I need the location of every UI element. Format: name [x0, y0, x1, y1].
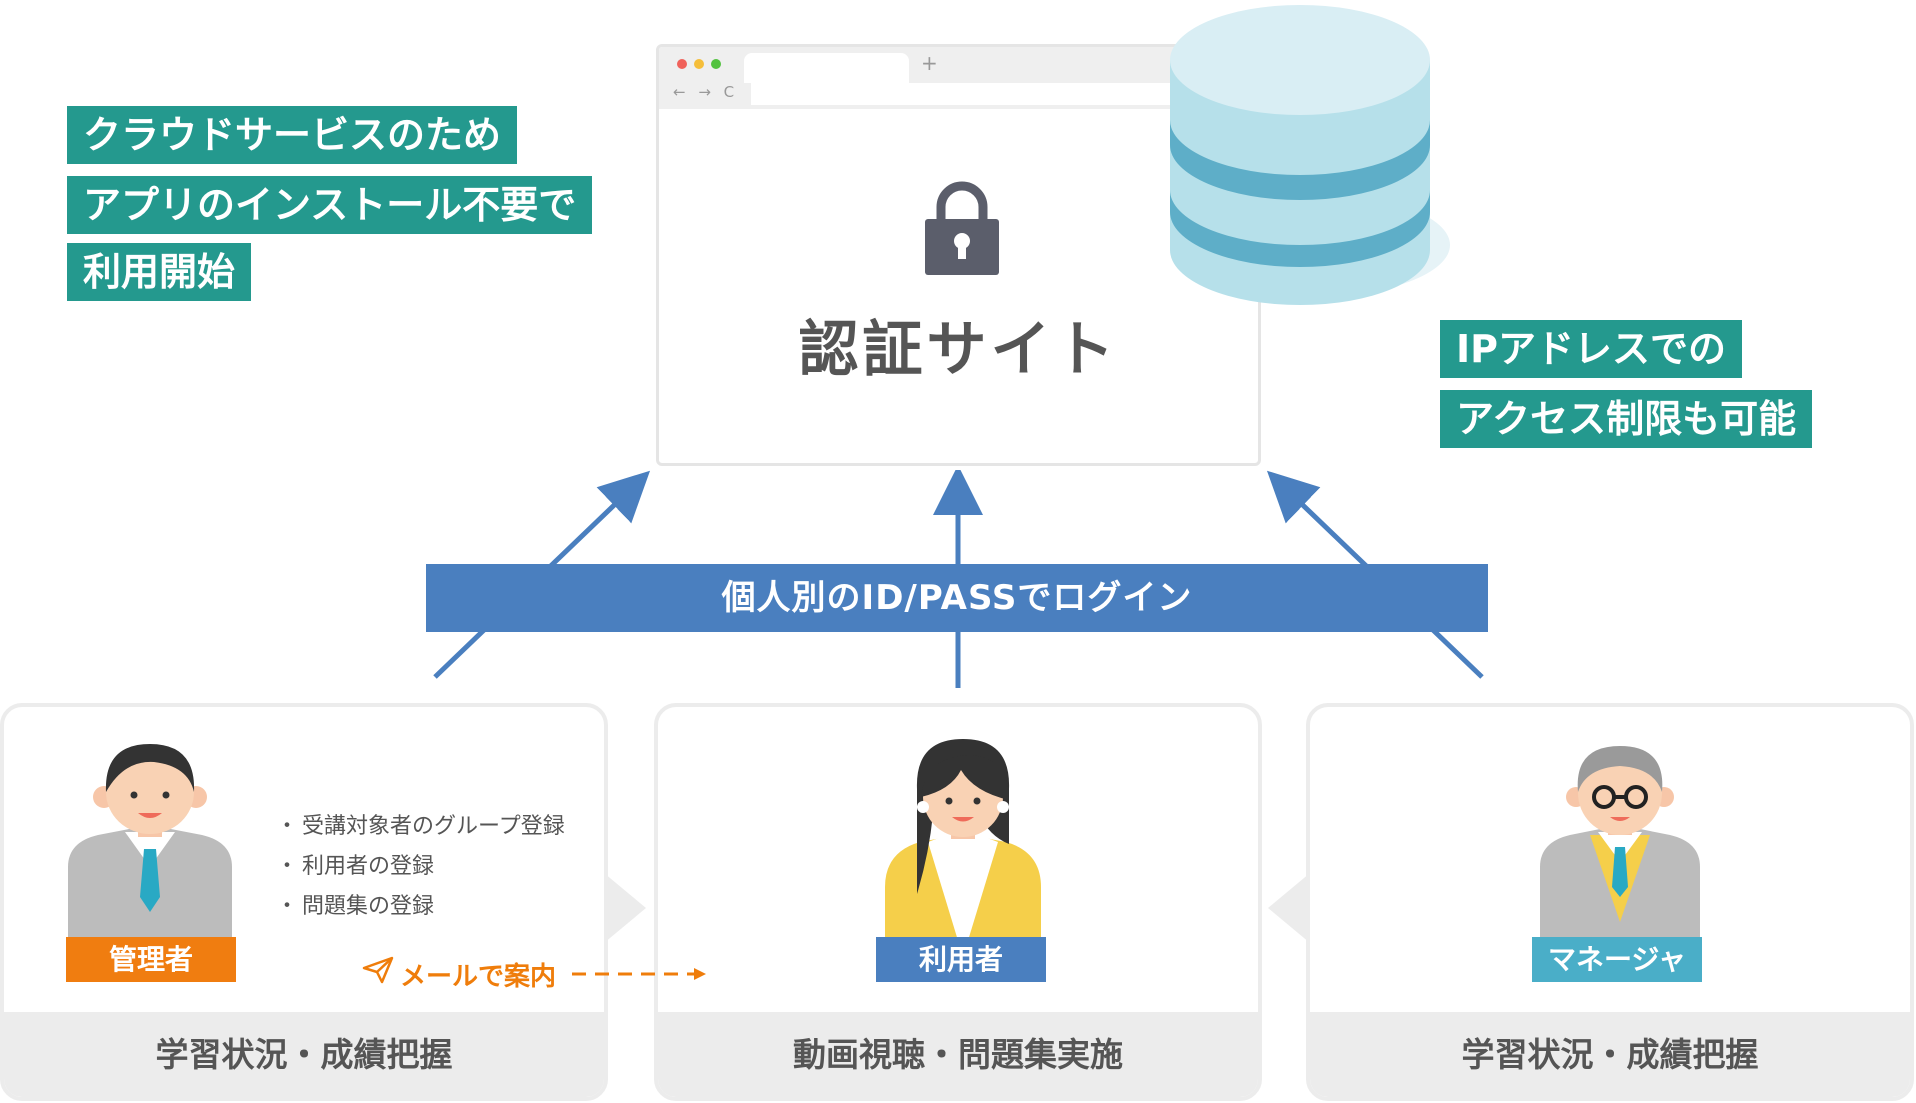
manager-avatar: [1540, 746, 1700, 957]
admin-card-footer: 学習状況・成績把握: [4, 1012, 604, 1097]
feature-label-start: 利用開始: [67, 243, 252, 301]
new-tab-icon: +: [921, 51, 938, 75]
auth-site-browser-window: + ← → C 認証サイト: [656, 44, 1261, 466]
card-connector-left: [604, 873, 646, 943]
admin-task-item: 受講対象者のグループ登録: [276, 807, 565, 847]
user-card: 利用者 動画視聴・問題集実施: [654, 703, 1262, 1101]
admin-task-item: 問題集の登録: [276, 887, 565, 927]
manager-card: マネージャ 学習状況・成績把握: [1306, 703, 1914, 1101]
admin-avatar: [68, 744, 232, 957]
feature-label-no-install: アプリのインストール不要で: [67, 176, 593, 234]
browser-minimize-dot: [694, 59, 704, 69]
manager-role-tag: マネージャ: [1532, 937, 1702, 982]
browser-maximize-dot: [711, 59, 721, 69]
user-card-footer: 動画視聴・問題集実施: [658, 1012, 1258, 1097]
browser-nav-icons: ← → C: [673, 83, 739, 101]
browser-close-dot: [677, 59, 687, 69]
user-avatar: [885, 739, 1041, 957]
feature-label-cloud: クラウドサービスのため: [67, 106, 518, 164]
admin-task-list: 受講対象者のグループ登録 利用者の登録 問題集の登録: [276, 807, 565, 927]
card-connector-right: [1268, 873, 1310, 943]
auth-site-title: 認証サイト: [798, 315, 1119, 385]
address-bar: [751, 83, 1251, 105]
mail-arrow: [572, 968, 706, 980]
paper-plane-icon: [362, 956, 394, 984]
feature-label-ip: IPアドレスでの: [1440, 320, 1742, 378]
lock-icon: [925, 181, 999, 275]
mail-note: メールで案内: [400, 962, 557, 992]
browser-chrome: + ← → C: [659, 47, 1258, 109]
user-role-tag: 利用者: [876, 937, 1046, 982]
admin-card: 管理者 受講対象者のグループ登録 利用者の登録 問題集の登録 学習状況・成績把握: [0, 703, 608, 1101]
browser-tab: [744, 53, 909, 83]
login-banner: 個人別のID/PASSでログイン: [426, 564, 1488, 632]
admin-role-tag: 管理者: [66, 937, 236, 982]
manager-card-footer: 学習状況・成績把握: [1310, 1012, 1910, 1097]
admin-task-item: 利用者の登録: [276, 847, 565, 887]
feature-label-access-limit: アクセス制限も可能: [1440, 390, 1813, 448]
database-icon: [1170, 5, 1450, 305]
